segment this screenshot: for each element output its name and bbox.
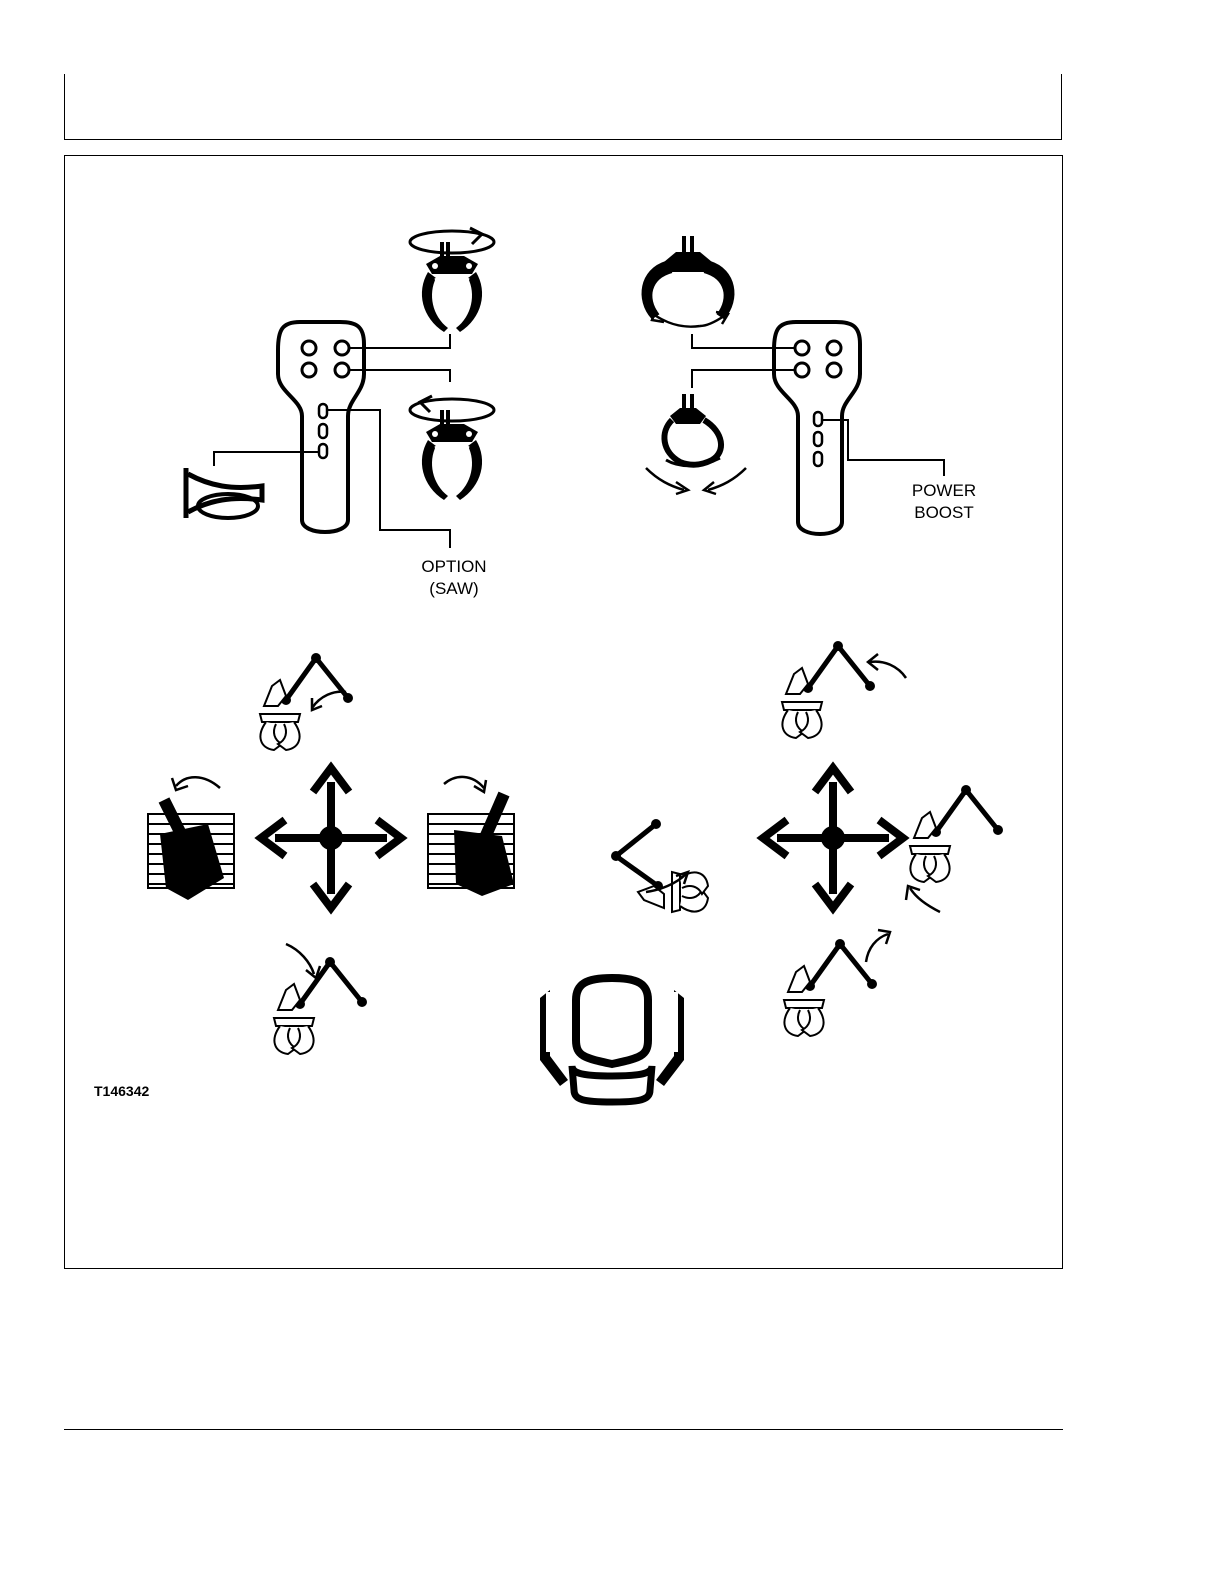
travel-pedal-icon xyxy=(428,794,514,896)
grapple-open-close-icon xyxy=(646,394,746,494)
grapple-open-close-icon xyxy=(643,236,734,327)
boom-arm-icon xyxy=(784,939,877,1036)
boom-arm-icon xyxy=(910,785,1003,882)
direction-cross-icon xyxy=(763,768,903,908)
travel-pedal-icon xyxy=(148,800,234,900)
option-saw-label: OPTION (SAW) xyxy=(404,556,504,600)
figure-code: T146342 xyxy=(94,1083,149,1099)
direction-cross-icon xyxy=(261,768,401,908)
grapple-rotate-icon xyxy=(410,228,494,332)
boom-arm-icon xyxy=(782,641,875,738)
boom-arm-icon xyxy=(274,957,367,1054)
operator-seat-icon xyxy=(540,978,684,1102)
grapple-rotate-icon xyxy=(410,396,494,500)
boom-arm-icon xyxy=(260,653,353,750)
horn-icon xyxy=(186,468,262,518)
power-boost-label: POWER BOOST xyxy=(894,480,994,524)
boom-arm-icon xyxy=(611,819,708,912)
